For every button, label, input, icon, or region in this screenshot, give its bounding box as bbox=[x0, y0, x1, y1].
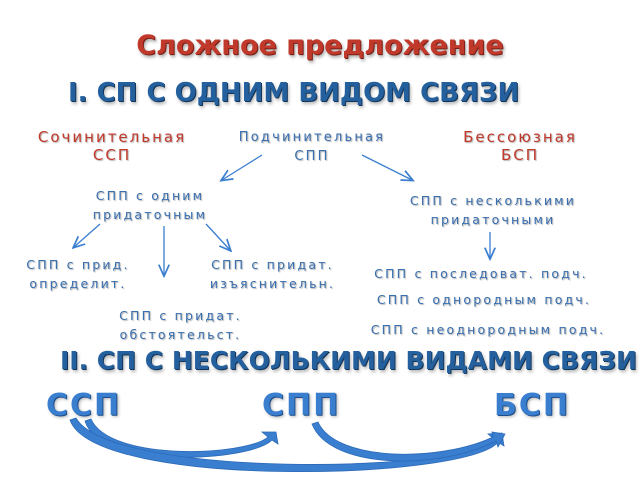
type-spp-name: Подчинительная bbox=[238, 130, 386, 145]
page-title: Сложное предложение bbox=[136, 30, 504, 61]
arrow-spp-to-many bbox=[361, 154, 412, 180]
spp-izyasnitelny: СПП с придат. изъяснительн. bbox=[200, 255, 345, 293]
spp-izyasnitelny-line1: СПП с придат. bbox=[211, 257, 334, 272]
type-ssp-abbr: ССП bbox=[92, 146, 132, 164]
section-one-heading: I. СП С ОДНИМ ВИДОМ СВЯЗИ bbox=[68, 78, 520, 108]
spp-obstoyatelstv: СПП с придат. обстоятельст. bbox=[108, 306, 253, 344]
spp-odnorodnoe: СПП с однородным подч. bbox=[376, 292, 592, 307]
bottom-curved-arrows bbox=[69, 417, 506, 473]
spp-izyasnitelny-line2: изъяснительн. bbox=[209, 276, 336, 291]
spp-many-line1: СПП с несколькими bbox=[409, 193, 577, 208]
bottom-ssp: ССП bbox=[46, 388, 122, 423]
spp-obstoyatelstv-line1: СПП с придат. bbox=[119, 308, 242, 323]
type-ssp: Сочинительная ССП bbox=[22, 128, 202, 164]
section-two-heading: II. СП С НЕСКОЛЬКИМИ ВИДАМИ СВЯЗИ bbox=[60, 346, 637, 375]
type-ssp-name: Сочинительная bbox=[37, 128, 187, 146]
spp-opredelit-line2: определит. bbox=[29, 276, 127, 291]
spp-one-subordinate: СПП с одним придаточным bbox=[60, 186, 240, 224]
spp-one-line2: придаточным bbox=[92, 207, 208, 222]
bottom-spp: СПП bbox=[262, 388, 341, 423]
spp-one-line1: СПП с одним bbox=[95, 188, 205, 203]
spp-many-subordinate: СПП с несколькими придаточными bbox=[378, 191, 608, 229]
type-bsp-abbr: БСП bbox=[500, 146, 540, 164]
type-bsp-name: Бессоюзная bbox=[463, 128, 577, 146]
spp-obstoyatelstv-line2: обстоятельст. bbox=[119, 327, 242, 342]
type-bsp: Бессоюзная БСП bbox=[440, 128, 600, 164]
type-spp: Подчинительная СПП bbox=[222, 128, 402, 166]
spp-opredelit-line1: СПП с прид. bbox=[26, 257, 130, 272]
spp-many-line2: придаточными bbox=[430, 212, 556, 227]
bottom-bsp: БСП bbox=[494, 388, 570, 423]
arrow-spp-to-one bbox=[222, 154, 263, 180]
spp-opredelit: СПП с прид. определит. bbox=[8, 255, 148, 293]
spp-neodnorodnoe: СПП с неоднородным подч. bbox=[370, 322, 606, 337]
arrow-one-to-izyas bbox=[205, 223, 230, 250]
arrow-one-to-opred bbox=[74, 223, 101, 247]
type-spp-abbr: СПП bbox=[294, 149, 330, 164]
spp-posledovat: СПП с последоват. подч. bbox=[374, 266, 588, 281]
